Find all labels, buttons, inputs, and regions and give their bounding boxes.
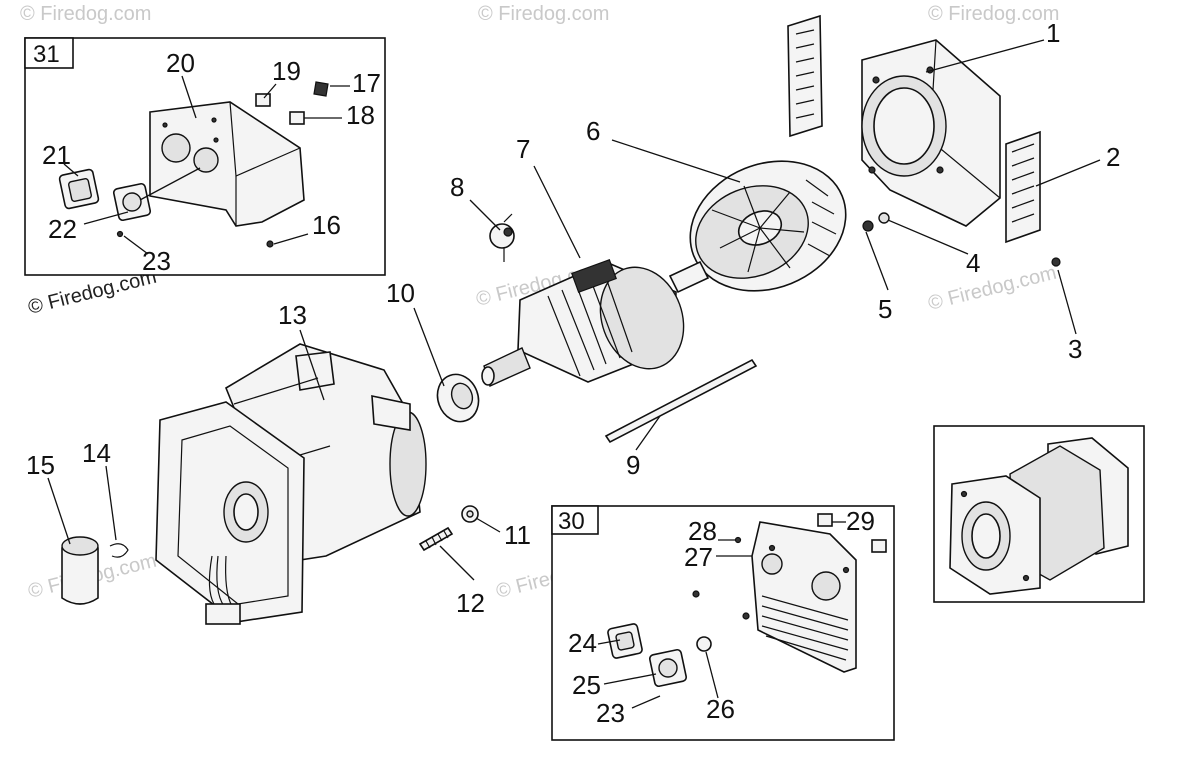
stator-housing-13 xyxy=(155,343,427,625)
switch-29a xyxy=(817,513,833,527)
label-21: 21 xyxy=(42,140,71,170)
rotor-7 xyxy=(481,258,710,387)
breaker-26 xyxy=(696,636,712,652)
receptacle-21 xyxy=(58,168,100,210)
switch-19 xyxy=(255,93,271,107)
through-bolt-9 xyxy=(604,358,758,444)
end-bracket-1 xyxy=(861,39,1001,227)
label-27: 27 xyxy=(684,542,713,572)
label-7: 7 xyxy=(516,134,530,164)
receptacle-22 xyxy=(112,182,152,222)
watermark-mid-right: © Firedog.com xyxy=(926,262,1059,315)
nut-11 xyxy=(461,505,479,523)
cooling-fan-6 xyxy=(689,160,847,292)
washer-4 xyxy=(878,212,890,224)
nut-inset30 xyxy=(692,590,700,598)
label-18: 18 xyxy=(346,100,375,130)
vent-screen-2 xyxy=(1005,130,1041,244)
screw-23-inset31 xyxy=(116,230,124,238)
label-10: 10 xyxy=(386,278,415,308)
label-14: 14 xyxy=(82,438,111,468)
label-28: 28 xyxy=(688,516,717,546)
vent-screen-top xyxy=(787,14,823,138)
label-12: 12 xyxy=(456,588,485,618)
label-29: 29 xyxy=(846,506,875,536)
switch-18 xyxy=(289,111,305,125)
label-20: 20 xyxy=(166,48,195,78)
label-19: 19 xyxy=(272,56,301,86)
stud-12 xyxy=(418,526,454,552)
inset-30-label: 30 xyxy=(558,508,585,535)
watermark-top-center: © Firedog.com xyxy=(478,3,609,25)
capacitor-15 xyxy=(61,536,99,605)
label-23-inset30: 23 xyxy=(596,698,625,728)
label-24: 24 xyxy=(568,628,597,658)
label-16: 16 xyxy=(312,210,341,240)
screw-28 xyxy=(734,536,742,544)
label-8: 8 xyxy=(450,172,464,202)
control-cover xyxy=(149,101,305,227)
label-26: 26 xyxy=(706,694,735,724)
label-5: 5 xyxy=(878,294,892,324)
label-13: 13 xyxy=(278,300,307,330)
label-11: 11 xyxy=(504,520,531,550)
label-9: 9 xyxy=(626,450,640,480)
inset-31-label: 31 xyxy=(33,41,60,68)
brush-holder-8 xyxy=(489,213,515,262)
label-1: 1 xyxy=(1046,18,1060,48)
watermark-top-right: © Firedog.com xyxy=(928,3,1059,25)
screw-3 xyxy=(1051,257,1061,267)
label-2: 2 xyxy=(1106,142,1120,172)
breaker-17 xyxy=(313,81,329,97)
bearing-10 xyxy=(436,373,480,423)
inset-30: 30 28 27 xyxy=(551,505,895,741)
switch-29b xyxy=(871,539,887,553)
label-3: 3 xyxy=(1068,334,1082,364)
receptacle-25 xyxy=(648,648,688,688)
label-6: 6 xyxy=(586,116,600,146)
receptacle-24 xyxy=(607,623,643,659)
label-17: 17 xyxy=(352,68,381,98)
capacitor-clip-14 xyxy=(109,543,129,558)
label-25: 25 xyxy=(572,670,601,700)
watermark-top-left: © Firedog.com xyxy=(20,3,151,25)
label-22: 22 xyxy=(48,214,77,244)
nut-inset30-b xyxy=(742,612,750,620)
nut-5 xyxy=(862,220,874,232)
assembled-view xyxy=(933,425,1145,603)
inset-31: 31 20 xyxy=(24,37,386,276)
screw-16 xyxy=(266,240,274,248)
label-23-inset31: 23 xyxy=(142,246,171,276)
label-15: 15 xyxy=(26,450,55,480)
label-4: 4 xyxy=(966,248,980,278)
